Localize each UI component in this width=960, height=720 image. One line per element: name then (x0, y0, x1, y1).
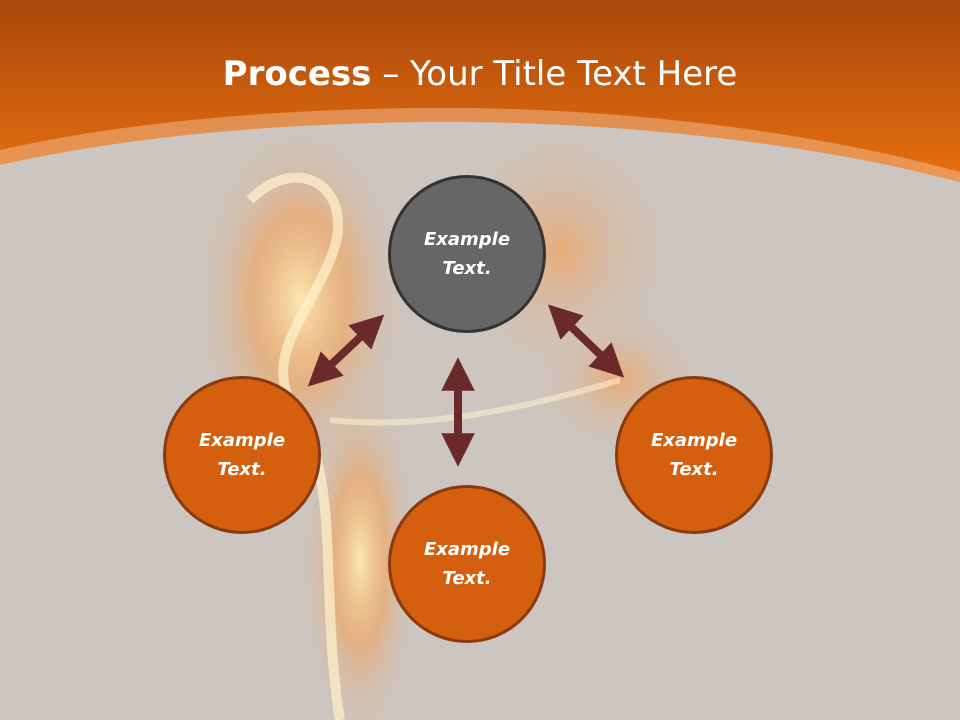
circle-center-text: Example Text. (423, 229, 511, 279)
title-separator: – (371, 54, 411, 94)
circle-bottom-text: Example Text. (423, 539, 511, 589)
circle-right-text: Example Text. (650, 430, 738, 480)
arrow-center-right (547, 304, 625, 378)
slide-title: Process – Your Title Text Here (0, 52, 960, 96)
title-bold: Process (222, 54, 372, 94)
title-rest: Your Title Text Here (410, 54, 738, 94)
circle-right[interactable]: Example Text. (615, 376, 773, 534)
circle-bottom[interactable]: Example Text. (388, 485, 546, 643)
circle-left-text: Example Text. (198, 430, 286, 480)
arrow-center-left (307, 314, 385, 387)
circle-center[interactable]: Example Text. (388, 175, 546, 333)
circle-left[interactable]: Example Text. (163, 376, 321, 534)
